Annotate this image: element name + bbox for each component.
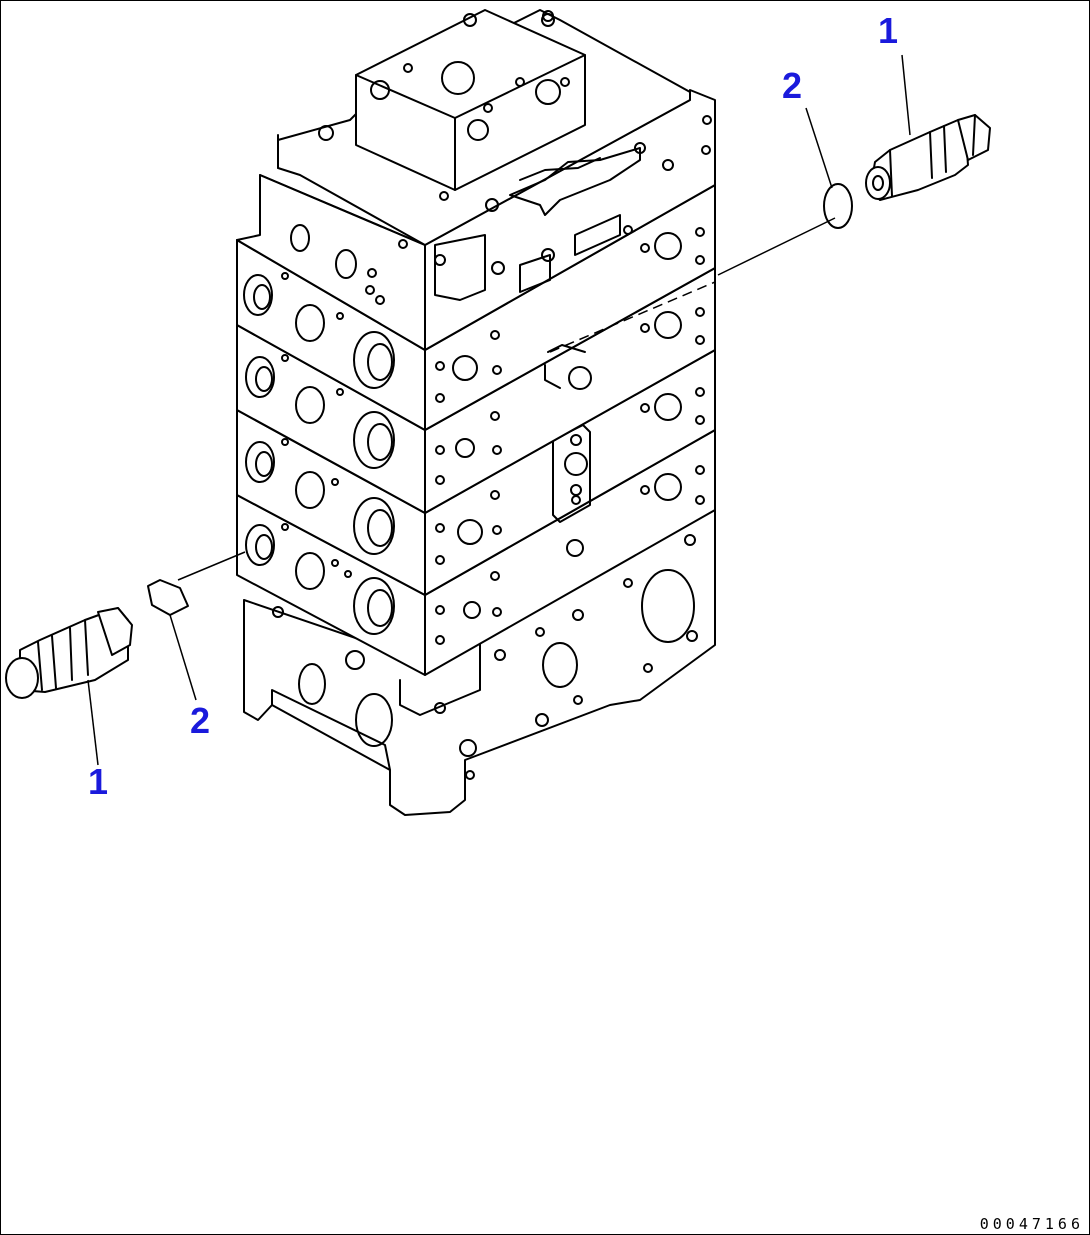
document-number: 00047166 bbox=[979, 1215, 1084, 1233]
callout-part-1-right: 1 bbox=[878, 10, 899, 51]
o-ring-left bbox=[147, 579, 189, 616]
relief-valve-right bbox=[865, 114, 991, 201]
callout-part-2-left: 2 bbox=[190, 700, 211, 741]
callout-part-1-left: 1 bbox=[88, 761, 109, 802]
o-ring-right bbox=[823, 183, 853, 229]
callout-part-2-right: 2 bbox=[782, 65, 803, 106]
control-valve-body bbox=[236, 9, 716, 816]
leader-lines bbox=[87, 54, 911, 766]
relief-valve-left bbox=[5, 607, 133, 699]
